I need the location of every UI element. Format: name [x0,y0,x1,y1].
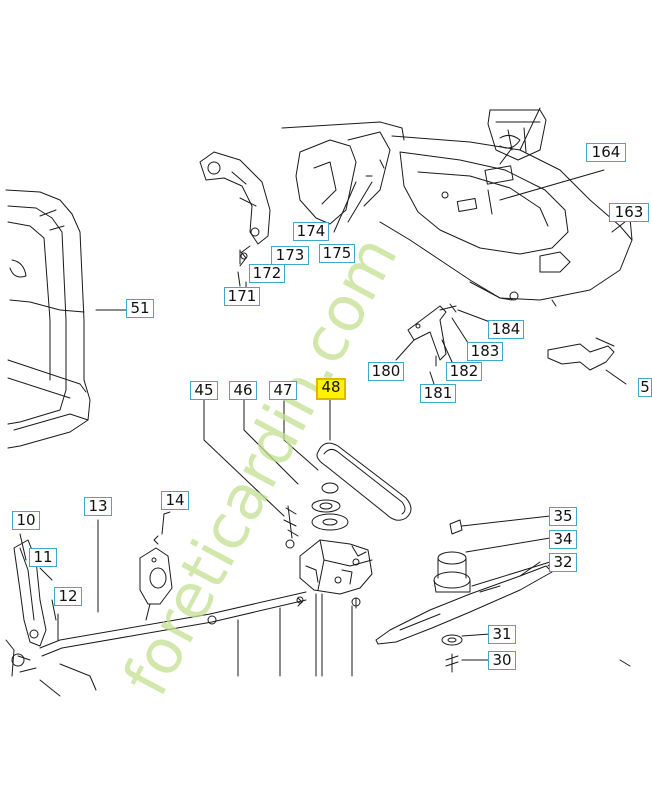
support-rods-drawing [237,593,353,677]
callout-48-highlighted[interactable]: 48 [316,378,346,400]
top-leader-lines [203,399,319,517]
callout-10[interactable]: 10 [12,511,40,530]
callout-175[interactable]: 175 [319,244,355,263]
axle-drawing [39,519,307,657]
callout-13[interactable]: 13 [84,497,112,516]
callout-47[interactable]: 47 [269,381,297,400]
callout-45[interactable]: 45 [190,381,218,400]
callout-184[interactable]: 184 [488,320,524,339]
callout-14[interactable]: 14 [161,491,189,510]
callout-181[interactable]: 181 [420,384,456,403]
callout-31[interactable]: 31 [488,625,516,644]
wheel-bracket-drawing [139,513,173,621]
drive-belt-drawing [316,399,412,521]
deck-bracket-drawing [395,303,491,385]
callout-34[interactable]: 34 [549,530,577,549]
callout-182[interactable]: 182 [446,362,482,381]
callout-173[interactable]: 173 [271,246,309,265]
callout-171[interactable]: 171 [224,287,260,306]
callout-51[interactable]: 51 [126,299,154,318]
callout-164[interactable]: 164 [586,143,626,162]
callout-32[interactable]: 32 [549,553,577,572]
mower-deck-drawing [281,109,633,307]
blade-assembly-drawing [375,515,631,673]
deck-leader-lines [333,107,605,233]
handle-bracket-drawing [199,151,271,287]
callout-30[interactable]: 30 [488,651,516,670]
callout-180[interactable]: 180 [368,362,404,381]
callout-163[interactable]: 163 [609,203,649,222]
gearbox-drawing [283,482,373,609]
grass-bag-drawing [5,189,129,449]
callout-46[interactable]: 46 [229,381,257,400]
callout-35[interactable]: 35 [549,507,577,526]
callout-5[interactable]: 5 [638,378,652,397]
callout-183[interactable]: 183 [467,342,503,361]
callout-11[interactable]: 11 [29,548,57,567]
callout-12[interactable]: 12 [54,587,82,606]
right-bracket-drawing [547,337,627,385]
callout-172[interactable]: 172 [249,264,285,283]
callout-174[interactable]: 174 [293,222,329,241]
